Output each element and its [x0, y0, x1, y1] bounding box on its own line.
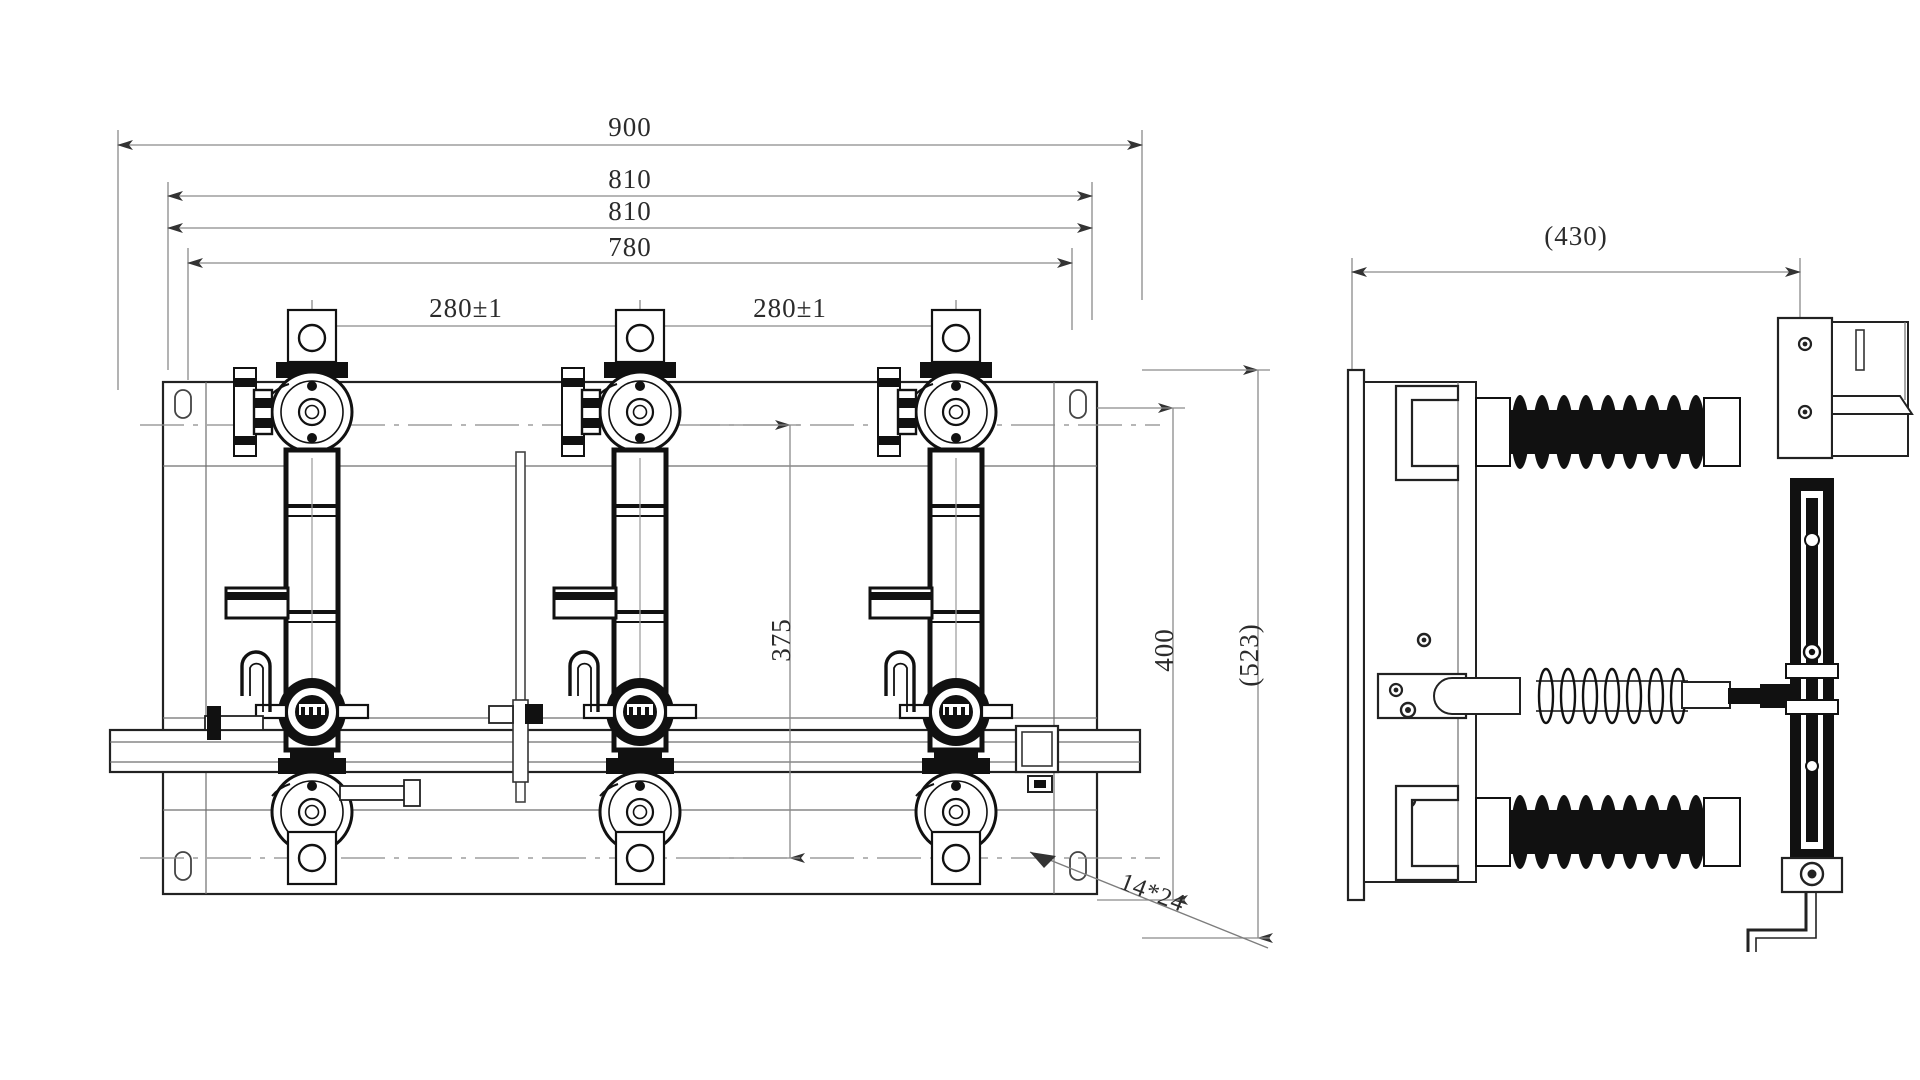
support-insulator — [1376, 667, 1790, 725]
dim-label-280-right: 280±1 — [753, 293, 827, 323]
bushing-bracket-top — [1394, 384, 1460, 482]
dim-label-523: (523) — [1234, 623, 1264, 686]
mounting-slot — [174, 389, 192, 419]
front-view — [108, 130, 1273, 949]
dim-780 — [187, 248, 1073, 380]
linkage-block — [1014, 724, 1060, 793]
mounting-slot — [174, 851, 192, 881]
dim-430 — [1351, 258, 1801, 380]
dim-label-375: 375 — [766, 618, 796, 662]
operating-rod — [488, 451, 543, 803]
side-view — [1346, 258, 1914, 952]
mounting-slot — [1069, 389, 1087, 419]
dim-label-810-inner: 810 — [608, 196, 652, 226]
dim-label-900: 900 — [608, 112, 652, 142]
dim-label-780: 780 — [608, 232, 652, 262]
terminal-head — [1776, 316, 1914, 460]
mounting-slot — [1069, 851, 1087, 881]
tie-rod-lower — [339, 779, 421, 807]
dim-label-400: 400 — [1149, 628, 1179, 672]
tie-rod-left — [204, 706, 264, 740]
dim-375 — [700, 420, 805, 863]
moving-contact-column — [1780, 478, 1844, 894]
bushing-bracket-bottom — [1394, 784, 1460, 882]
dim-900 — [117, 130, 1143, 390]
dim-523 — [1142, 365, 1273, 943]
operating-lever — [1746, 892, 1817, 952]
dim-label-810-outer: 810 — [608, 164, 652, 194]
leader-14x24 — [1029, 851, 1269, 949]
bushing-bottom — [1475, 794, 1741, 870]
dim-label-280-left: 280±1 — [429, 293, 503, 323]
dim-400 — [1097, 403, 1188, 905]
bushing-top — [1475, 394, 1741, 470]
dim-810-outer — [167, 182, 1093, 370]
dim-label-430: (430) — [1544, 221, 1607, 251]
dim-label-14x24: 14*24 — [1116, 868, 1189, 917]
